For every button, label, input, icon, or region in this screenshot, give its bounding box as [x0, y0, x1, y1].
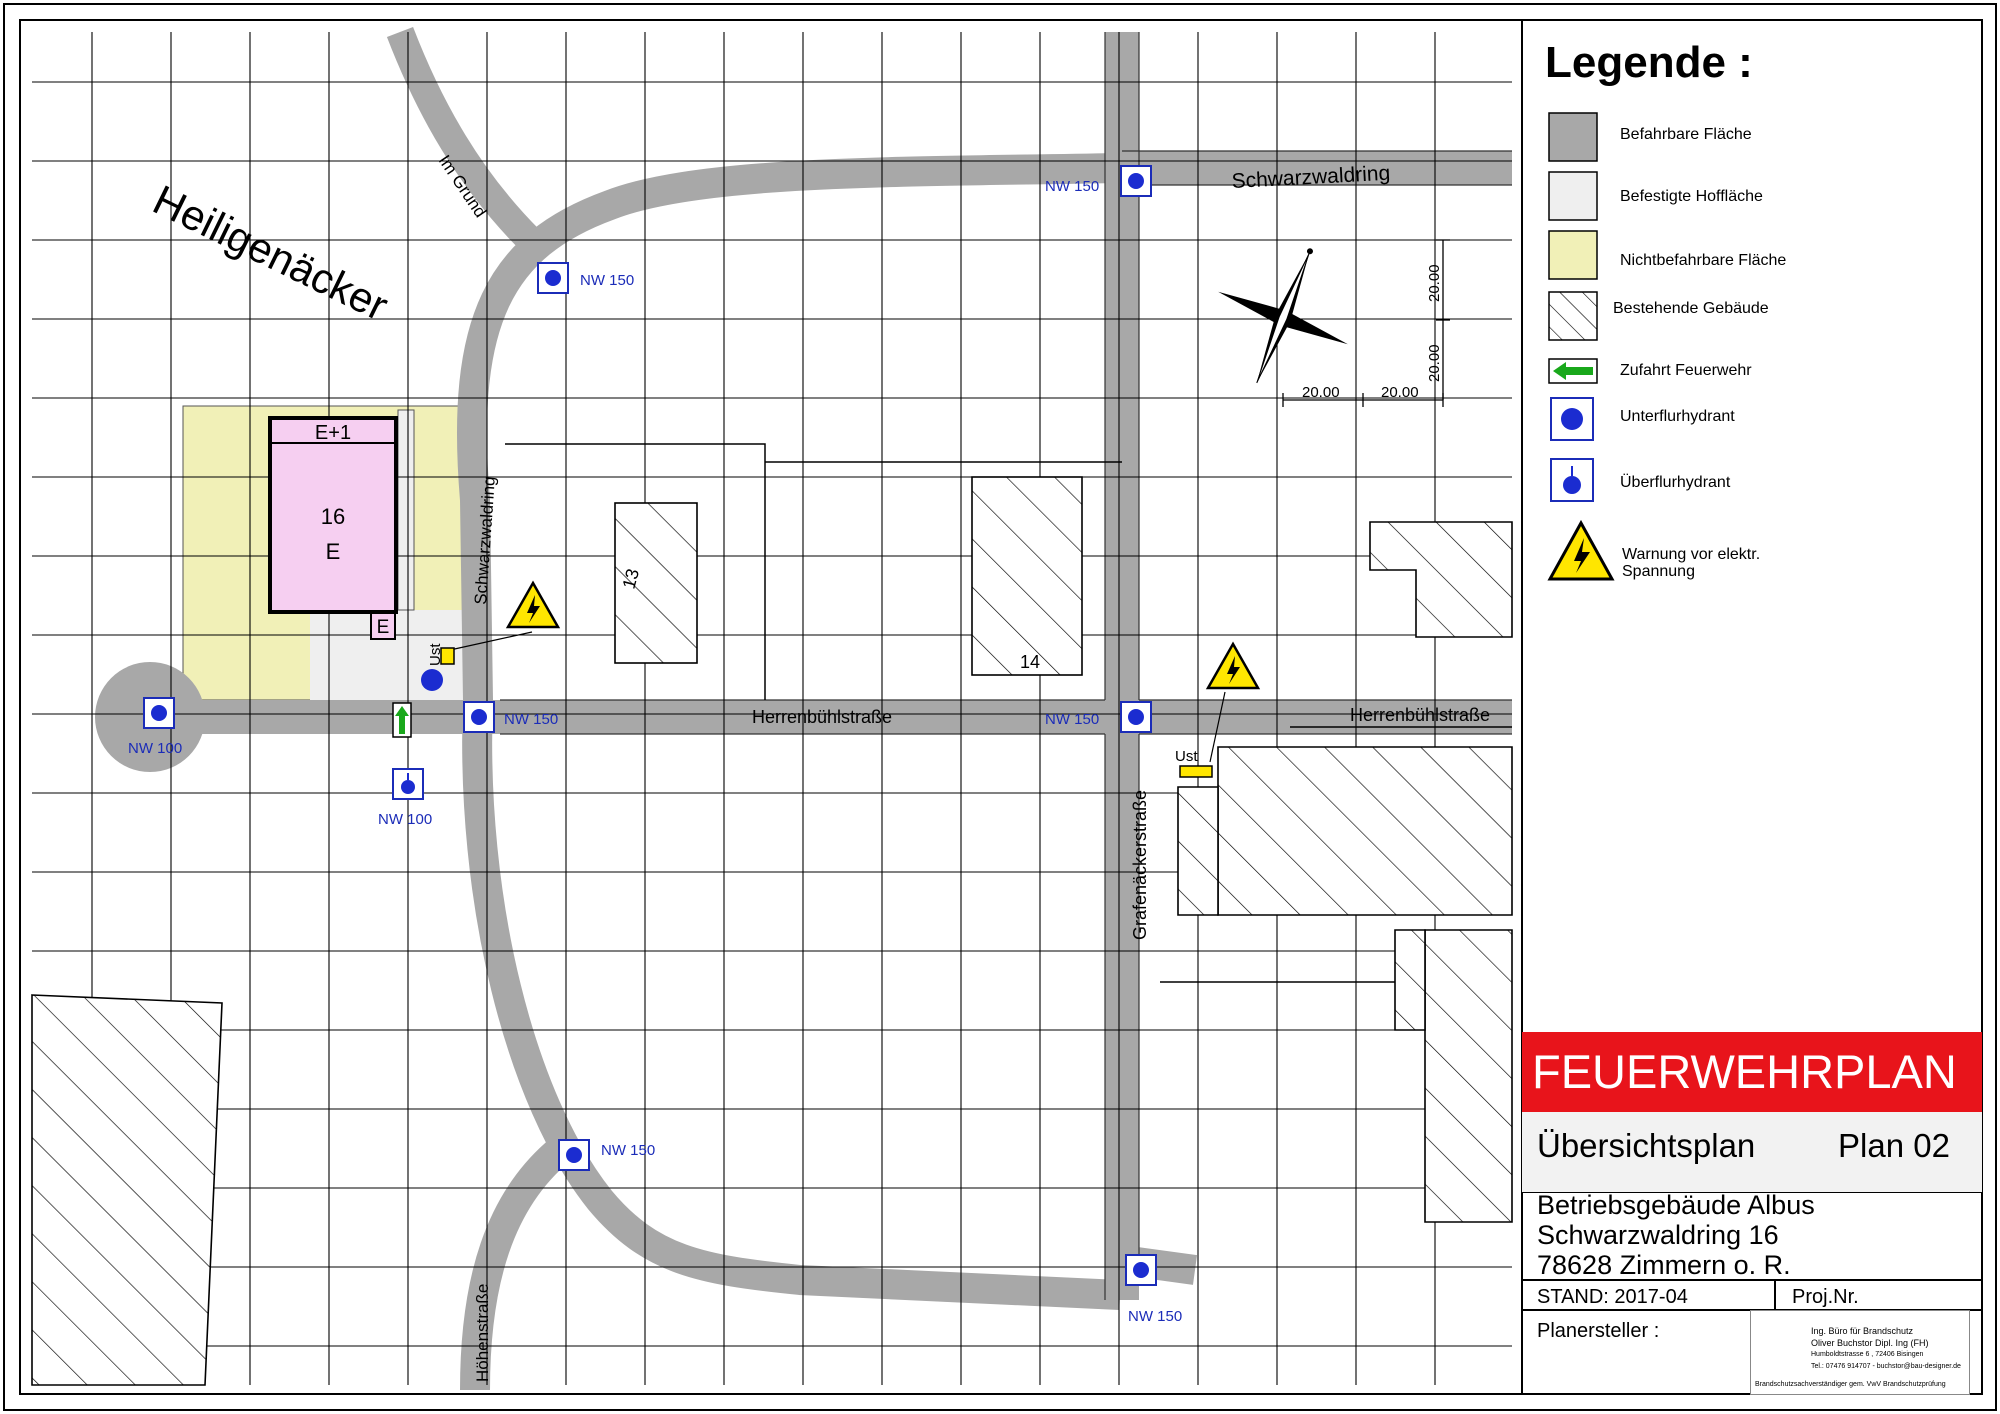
title-banner: FEUERWEHRPLAN	[1522, 1032, 1982, 1112]
legend-item-hydrant-under: Unterflurhydrant	[1620, 408, 1735, 425]
hydrant-under-icon	[1120, 165, 1152, 197]
inner-frame	[19, 19, 1983, 1395]
ust-label-1: Ust	[427, 643, 444, 666]
stand-date: STAND: 2017-04	[1537, 1286, 1688, 1308]
hydrant-dot-icon	[421, 669, 443, 691]
roads	[160, 26, 1512, 1391]
scale-bar	[1282, 239, 1450, 407]
swatch-buildings	[1548, 291, 1598, 341]
company-logo: Ing. Büro für Brandschutz Oliver Buchsto…	[1750, 1310, 1970, 1395]
hydrant-label-5: NW 150	[504, 711, 558, 728]
building-16-number: 16	[321, 504, 345, 529]
map-grid	[32, 32, 1512, 1385]
building-16-upper-floor: E+1	[315, 422, 351, 444]
legend-item-hydrant-over: Überflurhydrant	[1620, 474, 1731, 491]
hydrant-label-6: NW 150	[1045, 711, 1099, 728]
legend-hydrant-under-icon	[1550, 397, 1594, 441]
building-14-number: 14	[1020, 652, 1040, 672]
building-east-main	[1217, 746, 1513, 916]
building-east-annex	[1177, 786, 1219, 916]
fire-access-arrow-icon	[392, 702, 412, 738]
swatch-nondrivable	[1548, 230, 1598, 280]
scale-label-y1: 20.00	[1426, 264, 1443, 302]
hydrant-under-icon	[558, 1139, 590, 1171]
legend-arrow-icon	[1548, 358, 1598, 384]
logo-line-4: Tel.: 07476 914707 - buchstor@bau-design…	[1811, 1363, 1961, 1370]
entrance-box	[370, 612, 396, 640]
building-13	[614, 502, 698, 664]
logo-line-2: Oliver Buchstor Dipl. Ing (FH)	[1811, 1338, 1929, 1348]
address-line-3: 78628 Zimmern o. R.	[1537, 1250, 1791, 1280]
legend-item-warning-2: Spannung	[1622, 563, 1695, 580]
warning-leader-2	[1209, 691, 1226, 763]
scale-label-y2: 20.00	[1426, 344, 1443, 382]
ust-label-2: Ust	[1175, 748, 1198, 765]
north-arrow	[1218, 248, 1348, 384]
street-grafenaecker: Grafenäckerstraße	[1130, 790, 1150, 940]
address-line-1: Betriebsgebäude Albus	[1537, 1190, 1815, 1220]
legend-item-nondrivable: Nichtbefahrbare Fläche	[1620, 252, 1787, 269]
legend-title: Legende :	[1545, 38, 1753, 87]
legend-item-paved: Befestigte Hoffläche	[1620, 188, 1763, 205]
hydrant-label-4: NW 100	[378, 811, 432, 828]
swatch-paved	[1548, 171, 1598, 221]
legend-item-buildings: Bestehende Gebäude	[1613, 300, 1769, 317]
legend-swatches	[1547, 112, 1615, 581]
legend-item-drivable: Befahrbare Fläche	[1620, 126, 1752, 143]
building-16-floor: E	[326, 539, 341, 564]
map-area: Heiligenäcker Im Grund Schwarzwaldring S…	[31, 26, 1513, 1391]
building-east-lower	[1424, 929, 1513, 1223]
logo-line-1: Ing. Büro für Brandschutz	[1811, 1326, 1914, 1336]
street-herrenbuehl-1: Herrenbühlstraße	[752, 707, 892, 727]
project-number: Proj.Nr.	[1792, 1286, 1859, 1308]
legend-item-warning: Warnung vor elektr.	[1622, 546, 1761, 563]
legend-warning-icon	[1547, 519, 1615, 581]
warning-icon	[505, 580, 561, 629]
logo-text: Ing. Büro für Brandschutz Oliver Buchsto…	[1811, 1325, 1961, 1373]
subtitle-box	[1522, 1112, 1982, 1192]
scale-label-x2: 20.00	[1381, 384, 1419, 401]
hydrant-under-icon	[1125, 1254, 1157, 1286]
scale-label-x1: 20.00	[1302, 384, 1340, 401]
hydrant-over-icon	[392, 768, 424, 800]
hydrant-label-7: NW 150	[601, 1142, 655, 1159]
hydrant-label-3: NW 100	[128, 740, 182, 757]
ust-box-2	[1179, 765, 1213, 778]
hydrant-label-1: NW 150	[580, 272, 634, 289]
paved-strip	[397, 409, 415, 611]
address-line-2: Schwarzwaldring 16	[1537, 1220, 1779, 1250]
warning-icon-2	[1205, 641, 1261, 690]
subtitle: Übersichtsplan	[1537, 1127, 1756, 1164]
street-hoehen: Höhenstraße	[473, 1284, 492, 1382]
legend-item-access: Zufahrt Feuerwehr	[1620, 362, 1752, 379]
logo-line-3: Humboldtstrasse 6 , 72406 Bisingen	[1811, 1351, 1924, 1358]
building-east-upper	[1369, 521, 1513, 638]
hydrant-under-icon	[537, 262, 569, 294]
building-14	[971, 476, 1083, 676]
ust-box-1	[440, 647, 455, 665]
hydrant-under-icon	[463, 701, 495, 733]
swatch-drivable	[1548, 112, 1598, 162]
building-16	[268, 416, 398, 614]
existing-buildings	[31, 476, 1513, 1386]
street-herrenbuehl-2: Herrenbühlstraße	[1350, 705, 1490, 725]
planersteller: Planersteller :	[1537, 1320, 1660, 1342]
hydrant-under-icon	[143, 697, 175, 729]
hydrant-label-8: NW 150	[1128, 1308, 1182, 1325]
logo-footer: Brandschutzsachverständiger gem. VwV Bra…	[1755, 1381, 1946, 1388]
hydrant-labels: NW 150 NW 150 NW 100 NW 100 NW 150 NW 15…	[128, 178, 1182, 1325]
hydrant-label-2: NW 150	[1045, 178, 1099, 195]
outer-frame	[3, 3, 1997, 1411]
warning-leader-1	[449, 631, 533, 651]
hydrant-under-icon	[1120, 701, 1152, 733]
entrance-label: E	[377, 617, 390, 638]
area-label: Heiligenäcker	[146, 176, 395, 330]
legend-hydrant-over-icon	[1550, 458, 1594, 502]
plan-number: Plan 02	[1838, 1127, 1950, 1164]
building-east-lower-annex	[1394, 929, 1426, 1031]
building-southwest	[31, 994, 223, 1386]
